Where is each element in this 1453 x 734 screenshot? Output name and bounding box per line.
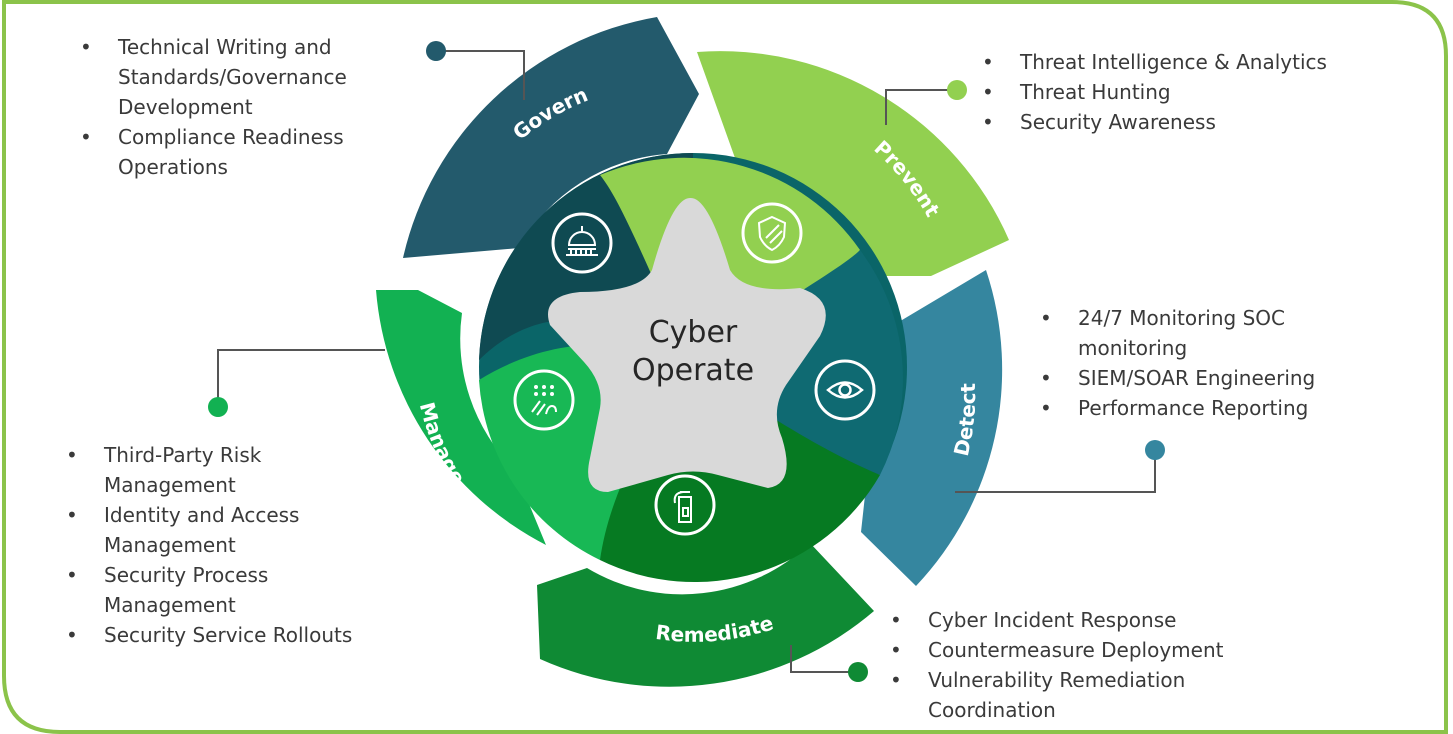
shield-icon bbox=[741, 202, 803, 264]
connector-detect bbox=[955, 440, 1165, 493]
list-item: 24/7 Monitoring SOC monitoring bbox=[1032, 303, 1362, 363]
list-item: SIEM/SOAR Engineering bbox=[1032, 363, 1362, 393]
center-title-line1: Cyber bbox=[649, 315, 738, 350]
segment-detect bbox=[861, 270, 1003, 586]
connector-prevent bbox=[885, 80, 967, 125]
govern-capabilities-list: Technical Writing and Standards/Governan… bbox=[72, 32, 392, 182]
segment-manage bbox=[376, 290, 546, 545]
segment-prevent bbox=[697, 51, 1009, 276]
list-item: Third-Party Risk Management bbox=[58, 440, 358, 500]
segment-govern bbox=[403, 17, 699, 258]
list-item: Cyber Incident Response bbox=[882, 605, 1302, 635]
segment-remediate bbox=[537, 543, 874, 687]
capitol-dome-icon bbox=[551, 212, 613, 274]
remediate-capabilities-list: Cyber Incident Response Countermeasure D… bbox=[882, 605, 1302, 725]
list-item: Identity and Access Management bbox=[58, 500, 358, 560]
list-item: Security Service Rollouts bbox=[58, 620, 358, 650]
list-item: Security Process Management bbox=[58, 560, 358, 620]
connector-remediate bbox=[790, 645, 868, 682]
list-item: Countermeasure Deployment bbox=[882, 635, 1302, 665]
center-star bbox=[548, 197, 826, 492]
eye-icon bbox=[814, 359, 876, 421]
connector-govern bbox=[426, 41, 525, 100]
list-item: Security Awareness bbox=[974, 107, 1414, 137]
center-title-line2: Operate bbox=[632, 353, 754, 388]
list-item: Compliance Readiness Operations bbox=[72, 122, 392, 182]
connector-manage bbox=[208, 349, 385, 417]
list-item: Threat Intelligence & Analytics bbox=[974, 47, 1414, 77]
detect-capabilities-list: 24/7 Monitoring SOC monitoring SIEM/SOAR… bbox=[1032, 303, 1362, 423]
fire-extinguisher-icon bbox=[654, 474, 716, 536]
manage-capabilities-list: Third-Party Risk Management Identity and… bbox=[58, 440, 358, 650]
list-item: Technical Writing and Standards/Governan… bbox=[72, 32, 392, 122]
list-item: Performance Reporting bbox=[1032, 393, 1362, 423]
prevent-capabilities-list: Threat Intelligence & Analytics Threat H… bbox=[974, 47, 1414, 137]
list-item: Vulnerability Remediation Coordination bbox=[882, 665, 1302, 725]
touch-keypad-icon bbox=[513, 369, 575, 431]
list-item: Threat Hunting bbox=[974, 77, 1414, 107]
